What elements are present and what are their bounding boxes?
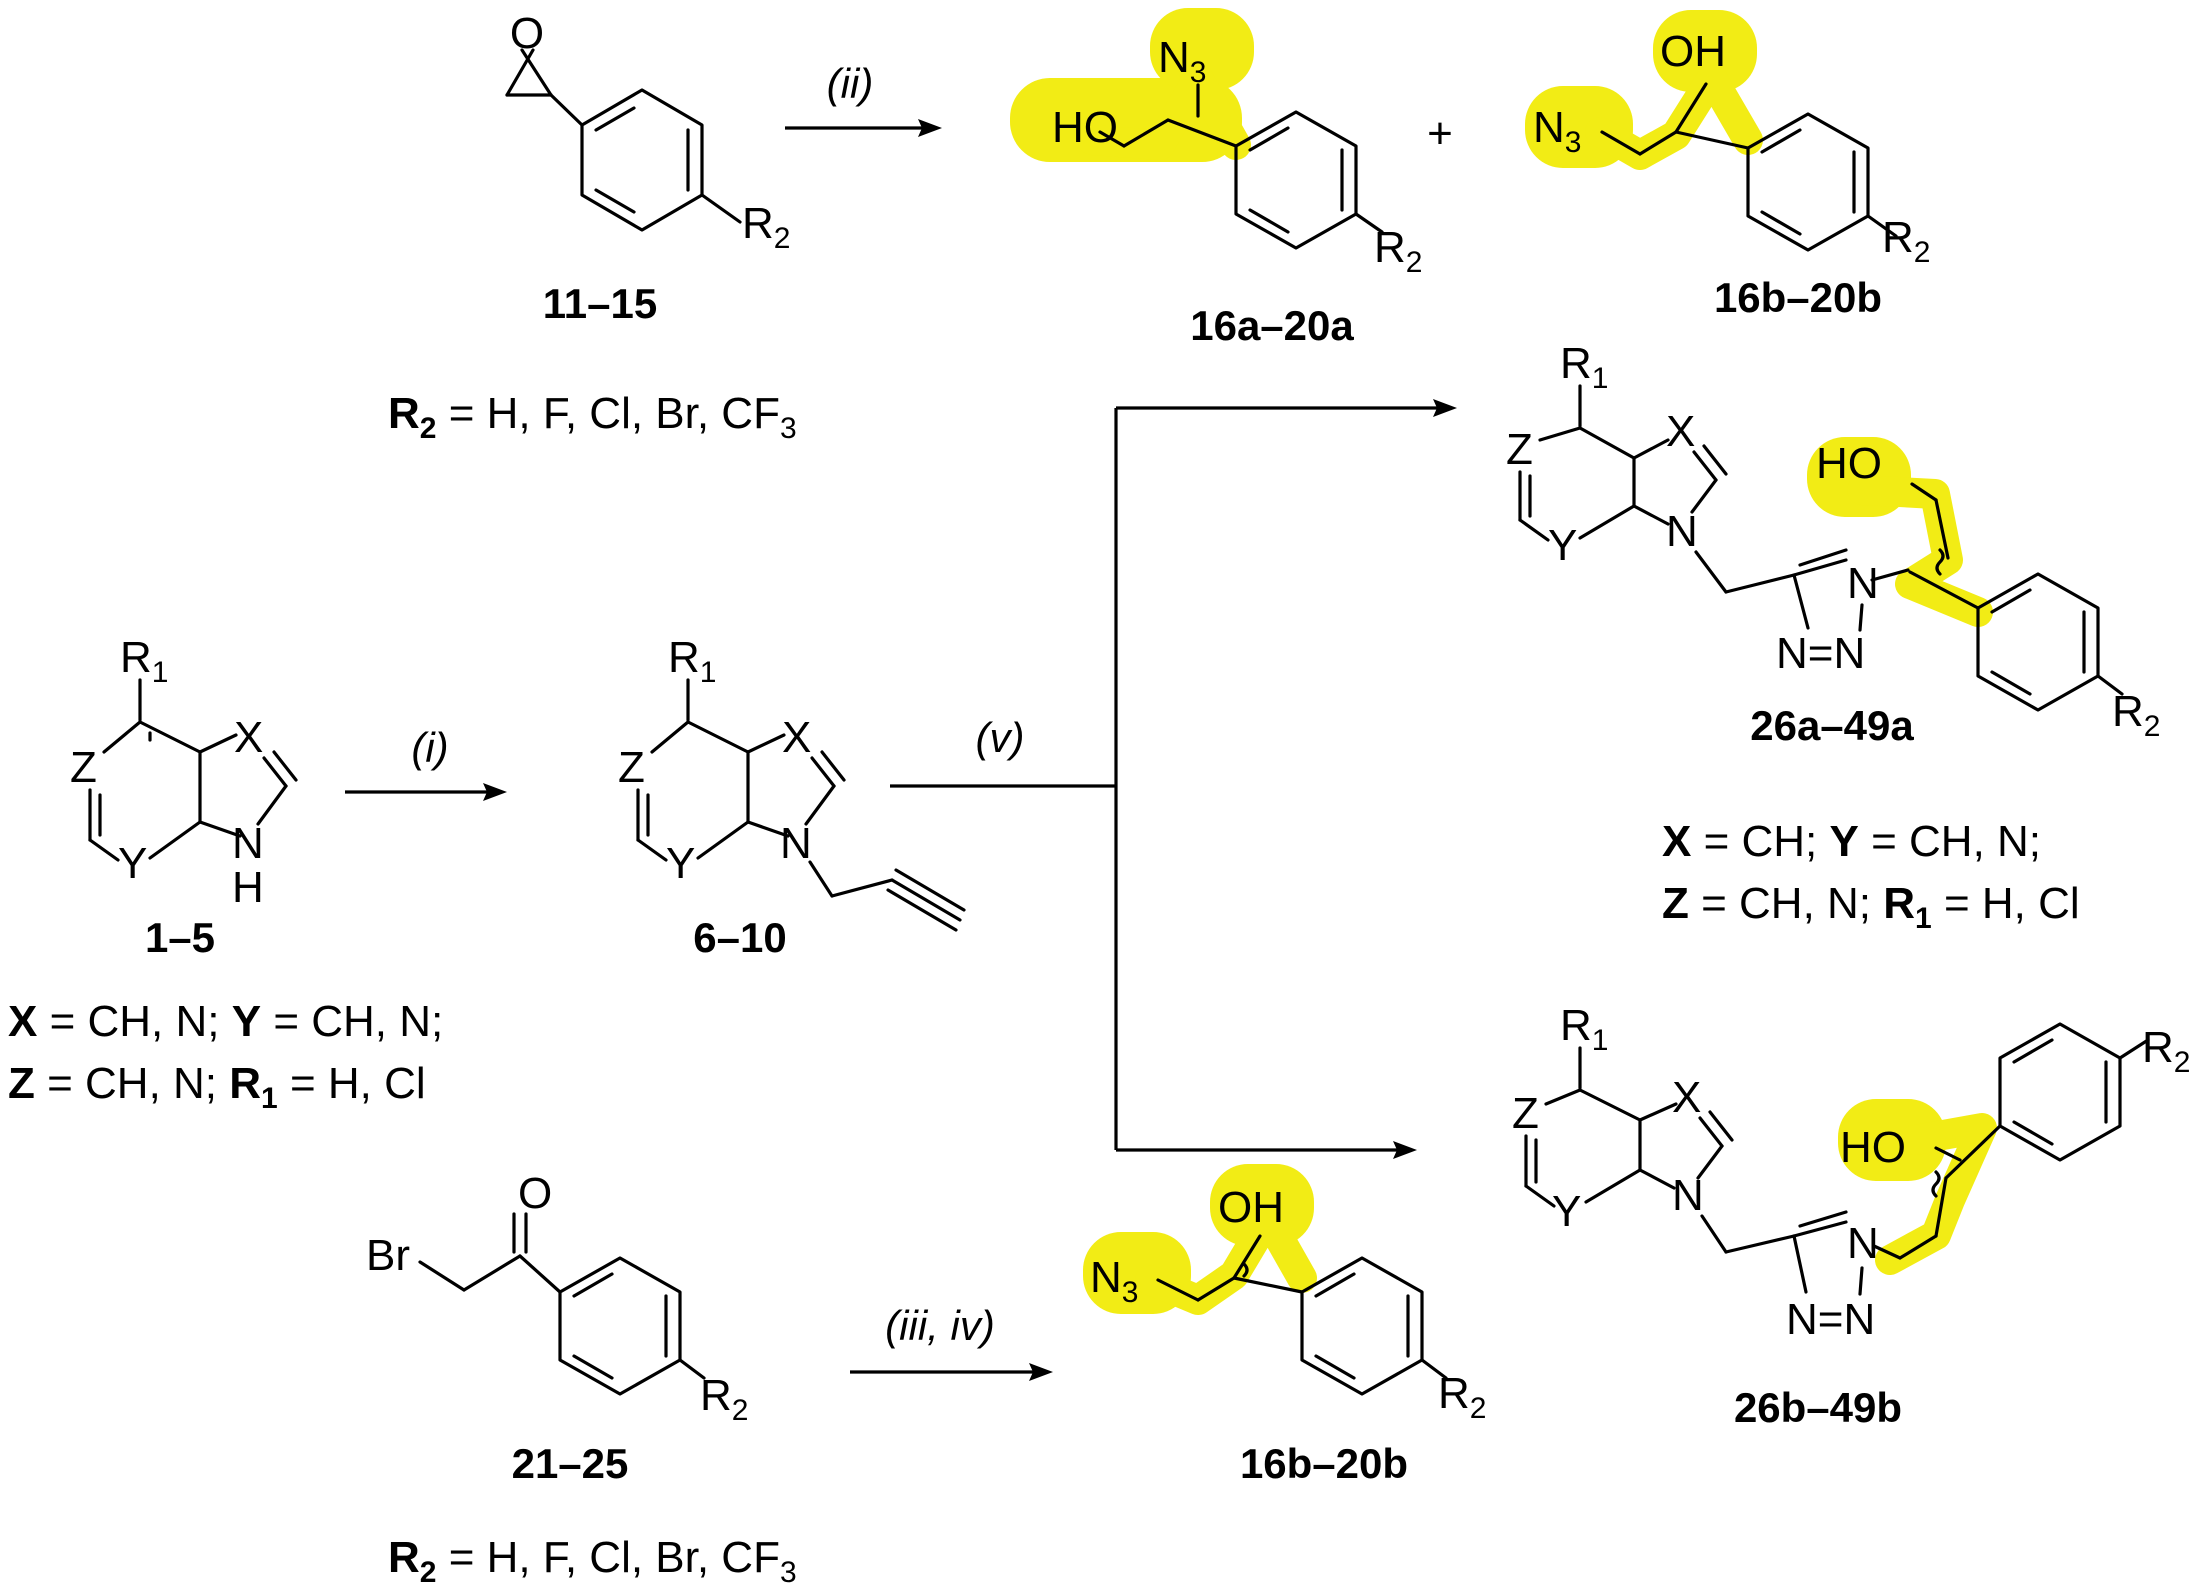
condition-iii-iv: (iii, iv) (885, 1302, 995, 1349)
compound-label-26a-49a: 26a–49a (1750, 702, 1914, 749)
ta-ho: HO (1816, 439, 1882, 488)
het-y: Y (118, 839, 147, 888)
r2-definition-bottom: R2 = H, F, Cl, Br, CF3 (388, 1533, 797, 1589)
heterocycle-structure: R1 Z Y X N H 1–5 X = CH, N; Y = CH, N; Z… (8, 633, 443, 1115)
tb-ho: HO (1840, 1123, 1906, 1172)
triazole-b-structure: R1 Z Y X N N N=N HO (1512, 1001, 2190, 1431)
arrow-v-branch: (v) (890, 399, 1457, 1159)
arrow-iii-iv: (iii, iv) (850, 1302, 1053, 1381)
het-n: N (232, 819, 264, 868)
epoxide-r2: R2 (742, 199, 790, 255)
het-x: X (234, 713, 263, 762)
ta-x: X (1666, 407, 1695, 456)
tb-y: Y (1552, 1187, 1581, 1236)
prop-z: Z (618, 743, 645, 792)
compound-label-1-5: 1–5 (145, 914, 215, 961)
arrow-i: (i) (345, 724, 507, 801)
tb-z: Z (1512, 1089, 1539, 1138)
arrow-ii: (ii) (785, 60, 942, 137)
tb-triazole-nn: N=N (1786, 1295, 1875, 1344)
tb-r2: R2 (2142, 1023, 2190, 1079)
compound-label-16b-20b-bottom: 16b–20b (1240, 1440, 1408, 1487)
ta-r2: R2 (2112, 687, 2160, 743)
compound-label-16b-20b-top: 16b–20b (1714, 274, 1882, 321)
ta-triazole-nn: N=N (1776, 629, 1865, 678)
tb-n: N (1672, 1171, 1704, 1220)
epoxide-structure: O R2 11–15 R2 = H, F, Cl, Br, CF3 (388, 9, 797, 445)
ta-y: Y (1548, 521, 1577, 570)
compound-label-16a-20a: 16a–20a (1190, 302, 1354, 349)
16b-bottom-oh: OH (1218, 1183, 1284, 1232)
tb-x: X (1672, 1073, 1701, 1122)
propargyl-structure: R1 Z Y X N 6–10 (618, 633, 966, 961)
xy-definition-left: X = CH, N; Y = CH, N; (8, 997, 443, 1046)
prop-r1: R1 (668, 633, 716, 689)
ta-z: Z (1506, 425, 1533, 474)
azido-alcohol-b-bottom-structure: N3 OH R2 16b–20b (1090, 1183, 1486, 1487)
bk-o: O (518, 1169, 552, 1218)
triazole-a-structure: R1 Z Y X N N N=N HO R2 (1506, 339, 2160, 935)
condition-v: (v) (976, 714, 1025, 761)
prop-n: N (780, 819, 812, 868)
zr-definition-left: Z = CH, N; R1 = H, Cl (8, 1059, 426, 1115)
ta-triazole-n1: N (1847, 559, 1879, 608)
bk-br: Br (366, 1231, 410, 1280)
condition-ii: (ii) (827, 60, 874, 107)
compound-label-26b-49b: 26b–49b (1734, 1384, 1902, 1431)
tb-r1: R1 (1560, 1001, 1608, 1057)
16a-r2: R2 (1374, 223, 1422, 279)
16a-n3: N3 (1158, 33, 1206, 89)
bk-r2: R2 (700, 1371, 748, 1427)
plus-sign: + (1427, 109, 1453, 158)
compound-label-6-10: 6–10 (693, 914, 786, 961)
16b-bottom-n3: N3 (1090, 1253, 1138, 1309)
condition-i: (i) (411, 724, 448, 771)
compound-label-21-25: 21–25 (512, 1440, 629, 1487)
tb-triazole-n1: N (1847, 1219, 1879, 1268)
16b-top-r2: R2 (1882, 213, 1930, 269)
ta-n: N (1666, 507, 1698, 556)
ta-r1: R1 (1560, 339, 1608, 395)
16b-bottom-r2: R2 (1438, 1369, 1486, 1425)
bromoketone-structure: O Br R2 21–25 R2 = H, F, Cl, Br, CF3 (366, 1169, 797, 1589)
epoxide-oxygen: O (510, 9, 544, 58)
het-z: Z (70, 743, 97, 792)
16b-top-oh: OH (1660, 27, 1726, 76)
16b-top-n3: N3 (1533, 103, 1581, 159)
r2-definition-top: R2 = H, F, Cl, Br, CF3 (388, 389, 797, 445)
azido-alcohol-b-top-structure: N3 OH R2 16b–20b (1533, 27, 1930, 321)
prop-x: X (782, 713, 811, 762)
azido-alcohol-a-structure: HO N3 R2 16a–20a (1052, 33, 1422, 349)
xy-definition-right: X = CH; Y = CH, N; (1662, 817, 2041, 866)
compound-label-11-15: 11–15 (543, 280, 657, 327)
prop-y: Y (666, 839, 695, 888)
het-nh: H (232, 863, 264, 912)
16a-ho: HO (1052, 103, 1118, 152)
het-r1: R1 (120, 633, 168, 689)
zr-definition-right: Z = CH, N; R1 = H, Cl (1662, 879, 2080, 935)
